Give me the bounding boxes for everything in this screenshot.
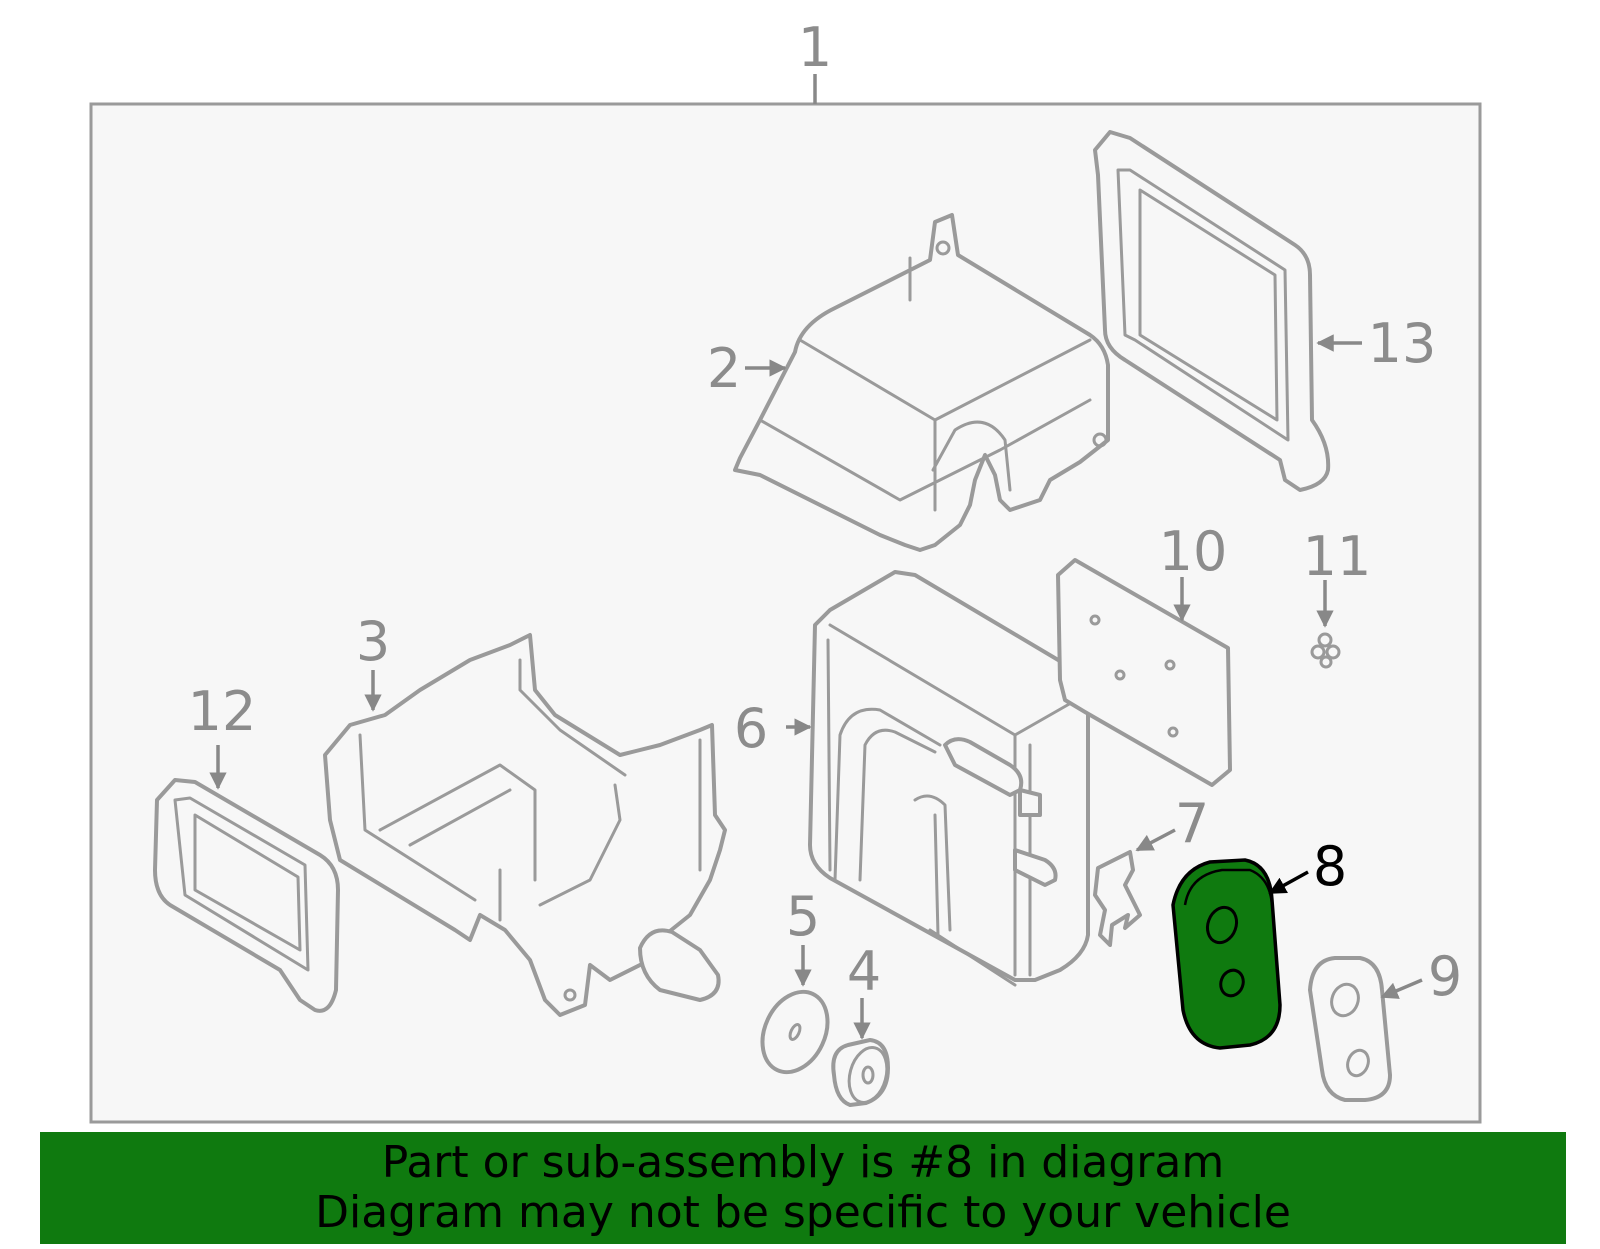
callout-12: 12 [188, 680, 257, 743]
part-7-bracket [1093, 850, 1142, 947]
part-5-washer [760, 989, 830, 1075]
banner-line-2: Diagram may not be specific to your vehi… [315, 1187, 1291, 1238]
part-12-filter-frame [153, 778, 340, 1013]
part-11-clip [1310, 632, 1341, 669]
callout-13: 13 [1368, 312, 1437, 375]
leader-8 [1268, 870, 1309, 895]
info-banner: Part or sub-assembly is #8 in diagram Di… [40, 1132, 1566, 1244]
part-3-lower-case [323, 633, 727, 1017]
part-4-grommet [831, 1038, 890, 1107]
part-8-plate-highlighted [1171, 858, 1282, 1050]
callout-4: 4 [847, 940, 881, 1003]
part-2-upper-case [733, 213, 1110, 552]
part-9-gasket [1308, 956, 1392, 1102]
part-10-pad [1056, 558, 1232, 787]
callout-11: 11 [1303, 525, 1372, 588]
leader-9 [1380, 978, 1423, 999]
callout-6: 6 [734, 697, 768, 760]
leader-7 [1135, 828, 1176, 852]
callout-10: 10 [1159, 520, 1228, 583]
part-13-filter-frame [1093, 130, 1331, 492]
callout-9: 9 [1428, 945, 1462, 1008]
part-6-evaporator-core [808, 570, 1091, 987]
callout-7: 7 [1175, 792, 1209, 855]
callout-3: 3 [356, 610, 390, 673]
callout-5: 5 [786, 885, 820, 948]
callout-8: 8 [1313, 835, 1347, 898]
banner-line-1: Part or sub-assembly is #8 in diagram [381, 1137, 1225, 1188]
callout-1: 1 [798, 16, 832, 79]
callout-2: 2 [707, 337, 741, 400]
